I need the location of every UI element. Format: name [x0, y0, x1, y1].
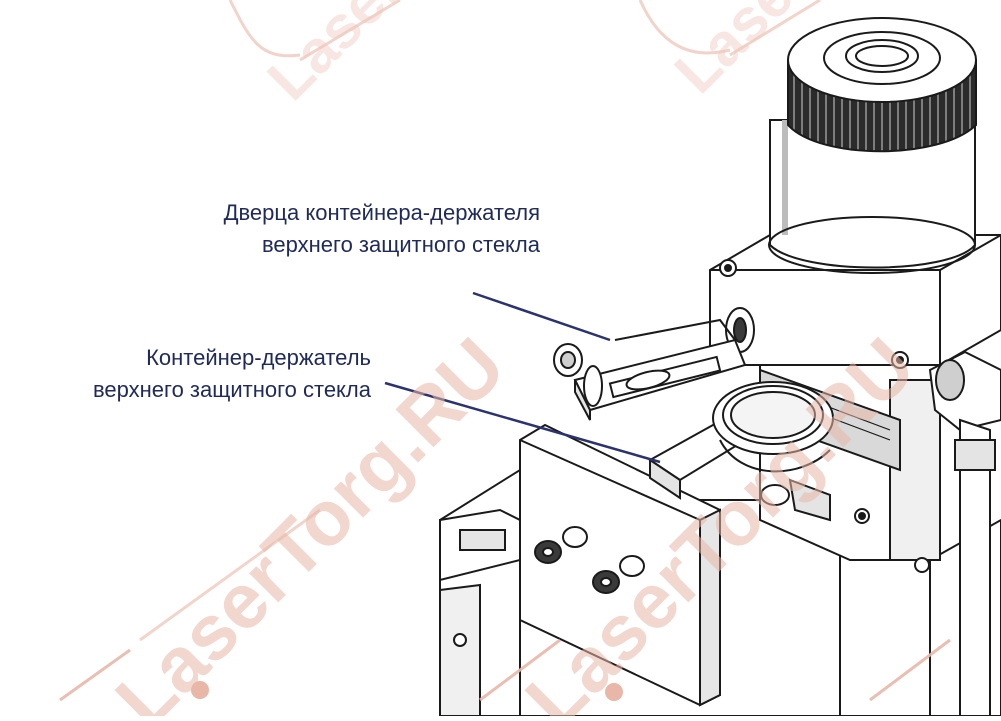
knurled-ring: [787, 17, 977, 153]
leader-line-holder: [384, 381, 661, 464]
left-bracket: [439, 508, 521, 717]
side-fitting: [928, 350, 1001, 717]
leader-line-door: [472, 291, 611, 342]
callout-holder-line2: верхнего защитного стекла: [92, 377, 371, 402]
watermark-dots: [191, 681, 623, 701]
callout-door-line1: Дверца контейнера-держателя: [223, 200, 540, 225]
plate-screw-1: [534, 526, 588, 564]
callout-holder-label: Контейнер-держатель верхнего защитного с…: [93, 342, 371, 406]
glass-door: [553, 318, 747, 421]
callout-holder-line1: Контейнер-держатель: [146, 345, 371, 370]
watermark-lowdots: [59, 638, 951, 702]
callout-door-line2: верхнего защитного стекла: [261, 232, 540, 257]
upper-cylinder: [768, 119, 976, 274]
glass-holder: [648, 381, 834, 522]
plate-screw-2: [592, 555, 645, 594]
callout-door-label: Дверца контейнера-держателя верхнего защ…: [224, 197, 540, 261]
